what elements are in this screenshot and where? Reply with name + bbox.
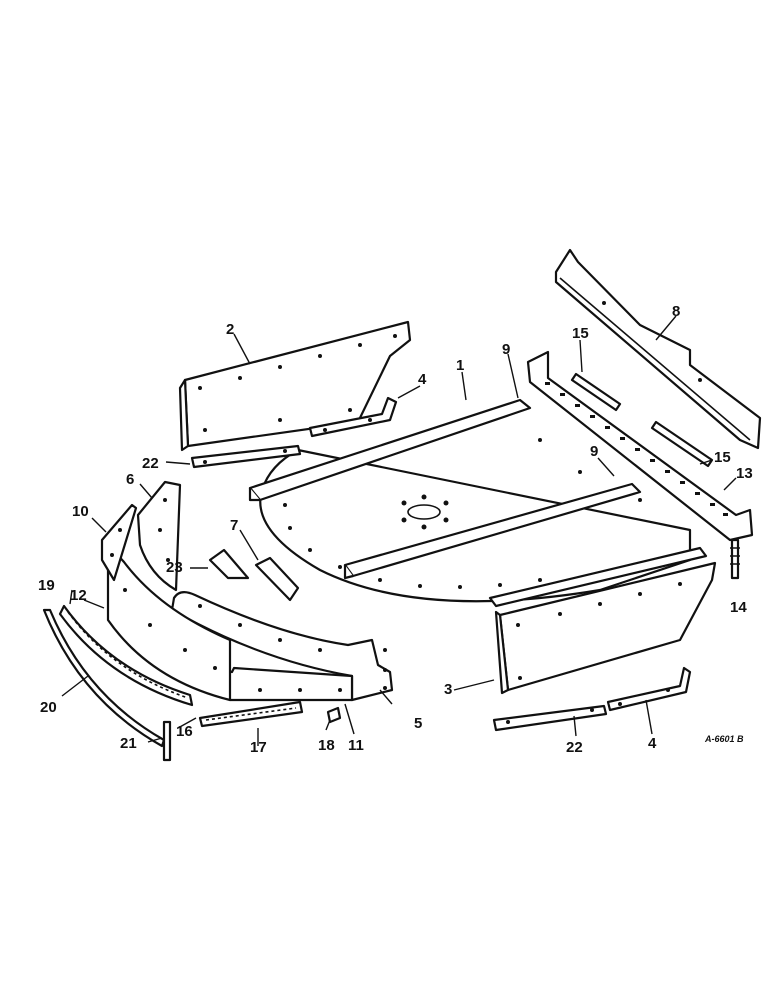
side-panel-left	[178, 320, 412, 452]
callout-7: 7	[230, 517, 238, 534]
brace-upper	[308, 396, 398, 438]
callout-2: 2	[226, 321, 234, 338]
curved-sheet-inner	[170, 591, 394, 702]
callout-20: 20	[40, 699, 57, 716]
callout-15-upper: 15	[572, 325, 589, 342]
perforated-arc-19	[58, 604, 194, 707]
floor-plate	[259, 438, 692, 603]
callout-9-lower: 9	[590, 443, 598, 460]
angle-rail-front	[488, 546, 708, 608]
leader-lines	[61, 315, 737, 746]
callout-15-lower: 15	[714, 449, 731, 466]
strip-lower	[492, 704, 608, 732]
side-panel-right	[494, 561, 717, 695]
callout-10: 10	[72, 503, 89, 520]
angle-bar-right	[554, 248, 762, 450]
bracket-7	[254, 556, 300, 602]
clip-upper	[570, 372, 622, 412]
bolt-21	[162, 720, 172, 762]
callout-1: 1	[456, 357, 464, 374]
callout-21: 21	[120, 735, 137, 752]
callout-4-lower: 4	[648, 735, 657, 752]
short-strip-17	[198, 700, 304, 728]
callout-4-upper: 4	[418, 371, 427, 388]
callout-16: 16	[176, 723, 193, 740]
callout-12: 12	[70, 587, 87, 604]
angle-rail-lower	[343, 482, 642, 580]
callout-5: 5	[414, 715, 422, 732]
callout-19: 19	[38, 577, 55, 594]
angle-rail-upper	[248, 398, 532, 502]
callout-17: 17	[250, 739, 267, 756]
brace-lower	[606, 666, 692, 712]
callout-13: 13	[736, 465, 753, 482]
callout-14: 14	[730, 599, 747, 616]
callout-22-lower: 22	[566, 739, 583, 756]
callout-6: 6	[126, 471, 134, 488]
callout-9-upper: 9	[502, 341, 510, 358]
callout-18: 18	[318, 737, 335, 754]
callout-11: 11	[348, 737, 364, 754]
bolt-14	[730, 538, 740, 580]
slotted-strip	[526, 350, 754, 542]
callout-23: 23	[166, 559, 183, 576]
clip-18	[326, 706, 342, 724]
callout-22-upper: 22	[142, 455, 159, 472]
strip-upper	[190, 444, 302, 469]
callout-8: 8	[672, 303, 680, 320]
gusset-23	[208, 548, 250, 580]
corner-panel-6	[136, 480, 182, 592]
callout-3: 3	[444, 681, 452, 698]
drawing-code: A-6601 B	[704, 734, 744, 744]
corner-panel-10	[100, 503, 138, 582]
